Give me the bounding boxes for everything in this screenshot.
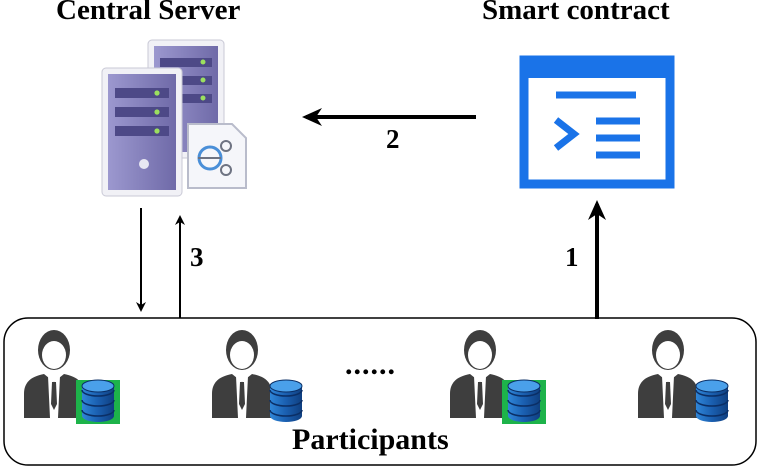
user-icon xyxy=(24,330,84,418)
participant-1 xyxy=(24,330,120,424)
participant-2 xyxy=(212,330,303,422)
database-icon xyxy=(695,379,729,422)
database-icon xyxy=(269,379,303,422)
database-icon xyxy=(81,379,115,422)
participants-container xyxy=(3,317,757,466)
participant-4 xyxy=(638,330,729,422)
ellipsis-label: ...... xyxy=(345,348,396,381)
step-1-label: 1 xyxy=(565,242,579,272)
database-icon xyxy=(507,379,541,422)
step-2-label: 2 xyxy=(386,124,400,154)
participant-3 xyxy=(450,330,546,424)
user-icon xyxy=(450,330,510,418)
step-3-label: 3 xyxy=(190,242,204,272)
central-server-title: Central Server xyxy=(56,0,241,26)
smart-contract-icon xyxy=(519,55,675,189)
user-icon xyxy=(638,330,698,418)
server-stack-icon xyxy=(101,39,247,197)
user-icon xyxy=(212,330,272,418)
smart-contract-title: Smart contract xyxy=(482,0,670,26)
participants-label: Participants xyxy=(292,423,449,456)
